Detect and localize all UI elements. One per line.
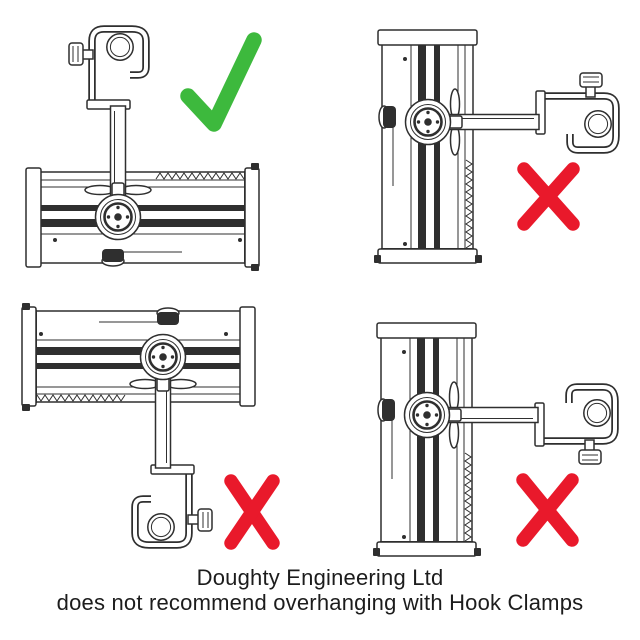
caption-line-1: Doughty Engineering Ltd — [196, 565, 444, 590]
spotlight-body — [25, 162, 260, 272]
spotlight-body — [21, 302, 256, 412]
caption-line-2: does not recommend overhanging with Hook… — [56, 590, 584, 615]
panel-top-left-recommended — [25, 0, 262, 272]
panel-bottom-left-not-recommended — [21, 302, 280, 550]
caption: Doughty Engineering Ltd does not recomme… — [0, 565, 640, 615]
x-icon — [224, 474, 280, 550]
spotlight-body — [373, 29, 483, 264]
panel-top-right-not-recommended — [373, 29, 640, 264]
x-icon — [517, 162, 580, 231]
panel-bottom-right-not-recommended — [372, 322, 640, 557]
spotlight-body — [372, 322, 482, 557]
x-icon — [516, 473, 579, 547]
check-icon — [180, 32, 262, 132]
